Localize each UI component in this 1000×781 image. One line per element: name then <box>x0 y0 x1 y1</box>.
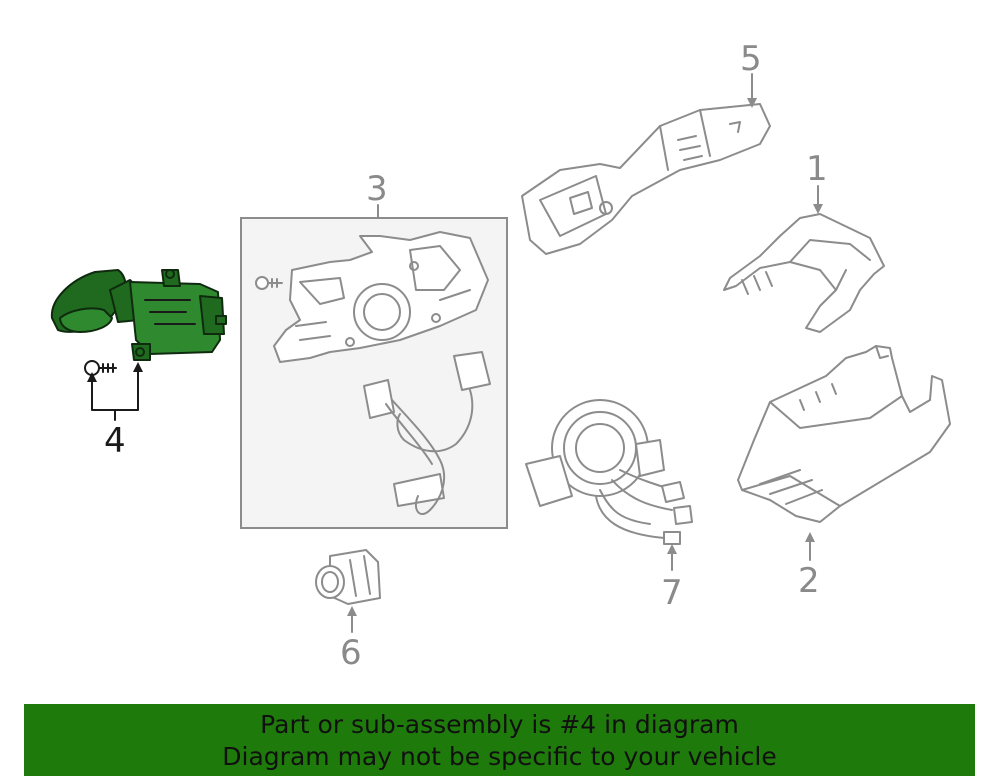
callout-1-leader <box>813 185 823 214</box>
callout-6: 6 <box>340 633 362 673</box>
callout-2: 2 <box>798 561 820 601</box>
part-1-upper-shroud[interactable] <box>723 213 885 333</box>
callout-4: 4 <box>104 421 126 461</box>
banner-line-2: Diagram may not be specific to your vehi… <box>222 742 777 771</box>
callout-5: 5 <box>740 39 762 79</box>
part-3-screw <box>255 276 283 290</box>
callout-5-leader <box>747 73 757 108</box>
part-2-lower-shroud[interactable] <box>737 345 951 523</box>
callout-4-leader <box>87 362 143 421</box>
parts-diagram: 4 3 5 <box>50 39 951 673</box>
screw-icon <box>84 360 117 376</box>
part-6-switch[interactable] <box>315 549 381 605</box>
part-notice-banner: Part or sub-assembly is #4 in diagram Di… <box>24 704 975 776</box>
callout-1: 1 <box>806 149 828 189</box>
banner-line-1: Part or sub-assembly is #4 in diagram <box>260 710 739 739</box>
part-3-harness <box>363 351 491 515</box>
part-5-stalk[interactable] <box>521 103 771 255</box>
callout-7: 7 <box>661 573 683 613</box>
callout-2-leader <box>805 532 815 561</box>
callout-7-leader <box>667 544 677 571</box>
part-4-switch[interactable] <box>50 269 227 361</box>
part-7-clockspring[interactable] <box>525 399 693 545</box>
part-3-housing[interactable] <box>273 231 489 363</box>
callout-6-leader <box>347 606 357 633</box>
callout-3: 3 <box>366 169 388 209</box>
